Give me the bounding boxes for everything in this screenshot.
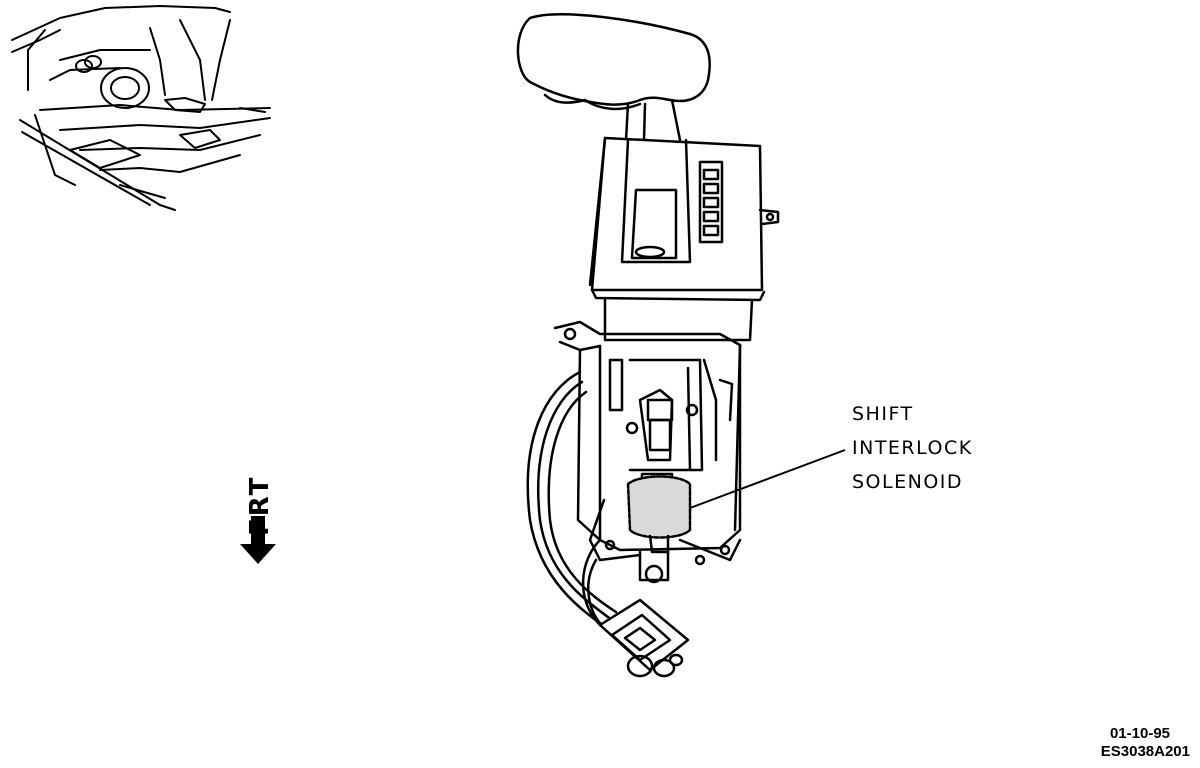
shift-interlock-solenoid <box>626 472 692 554</box>
callout-leader-line <box>689 449 846 509</box>
callout-label: SHIFT INTERLOCK SOLENOID <box>852 403 973 493</box>
front-direction-marker: FRT <box>240 476 276 564</box>
wiring-harness <box>526 370 690 678</box>
shifter-housing <box>553 298 754 584</box>
callout-line-3: SOLENOID <box>852 471 963 493</box>
vehicle-locator-inset <box>11 5 271 211</box>
footer-date: 01-10-95 <box>1110 725 1170 742</box>
shifter-bezel <box>588 136 780 302</box>
figure-code: ES3038A201 <box>1101 743 1190 760</box>
callout-line-2: INTERLOCK <box>852 437 973 459</box>
shift-knob <box>516 13 711 142</box>
front-arrow-icon <box>240 516 276 564</box>
front-label: FRT <box>245 476 275 536</box>
callout-line-1: SHIFT <box>852 403 914 425</box>
shifter-assembly <box>516 13 780 678</box>
